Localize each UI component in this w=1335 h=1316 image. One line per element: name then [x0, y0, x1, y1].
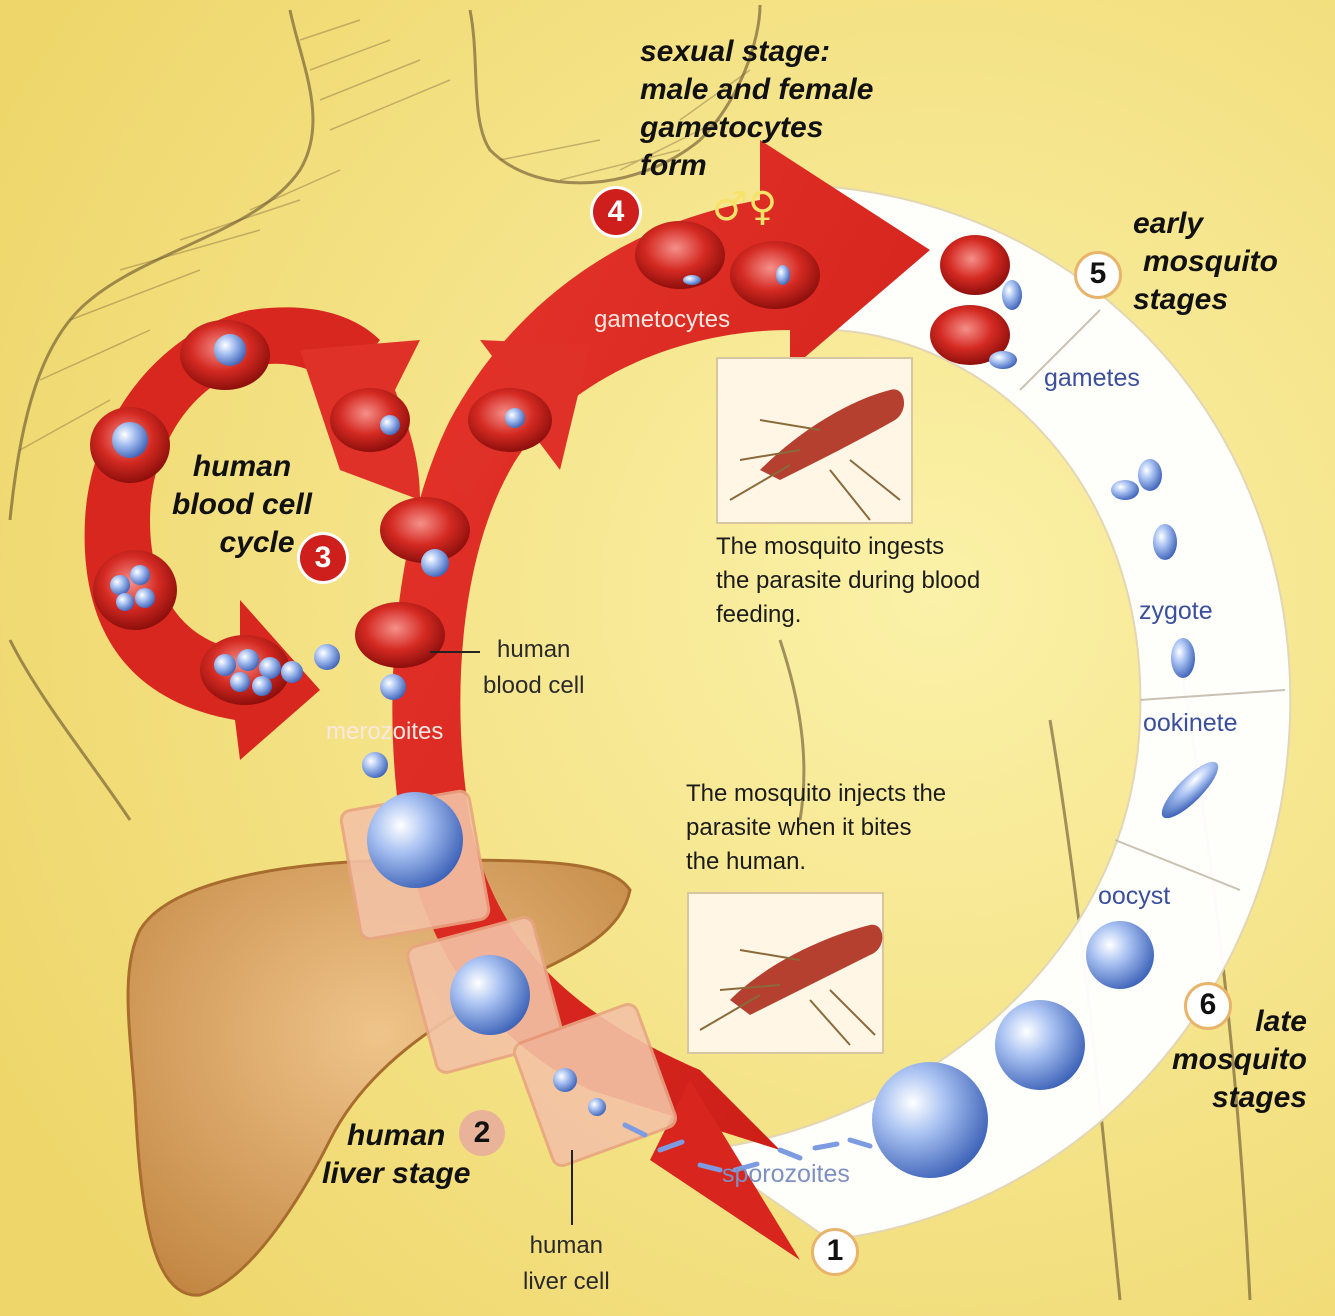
stage-1-number: 1 — [811, 1228, 859, 1276]
mosquito-biting-panel-bottom — [688, 893, 883, 1053]
stage-6-number: 6 — [1184, 982, 1232, 1030]
stage-3-title: human blood cell cycle — [172, 448, 312, 562]
stage-2-number: 2 — [459, 1110, 505, 1156]
stage-3-number: 3 — [300, 535, 346, 581]
stage-4-number: 4 — [593, 189, 639, 235]
stage-5-title: early mosquito stages — [1133, 205, 1278, 319]
label-merozoites: merozoites — [326, 718, 443, 746]
label-ookinete: ookinete — [1143, 709, 1238, 738]
stage-5-number: 5 — [1074, 251, 1122, 299]
label-human-blood-cell: human blood cell — [483, 632, 584, 704]
gender-symbols: ♂♀ — [712, 184, 777, 230]
mosquito-feeding-panel-top — [717, 358, 912, 523]
stage-2-title: human liver stage — [322, 1117, 470, 1193]
label-human-liver-cell: human liver cell — [523, 1228, 610, 1300]
label-sporozoites: sporozoites — [722, 1160, 850, 1189]
label-oocyst: oocyst — [1098, 882, 1170, 911]
label-zygote: zygote — [1139, 597, 1213, 626]
note-mosquito-ingests: The mosquito ingests the parasite during… — [716, 530, 980, 632]
label-gametocytes: gametocytes — [594, 306, 730, 334]
label-gametes: gametes — [1044, 364, 1140, 393]
note-mosquito-injects: The mosquito injects the parasite when i… — [686, 777, 946, 879]
stage-4-title: sexual stage: male and female gametocyte… — [640, 33, 873, 185]
